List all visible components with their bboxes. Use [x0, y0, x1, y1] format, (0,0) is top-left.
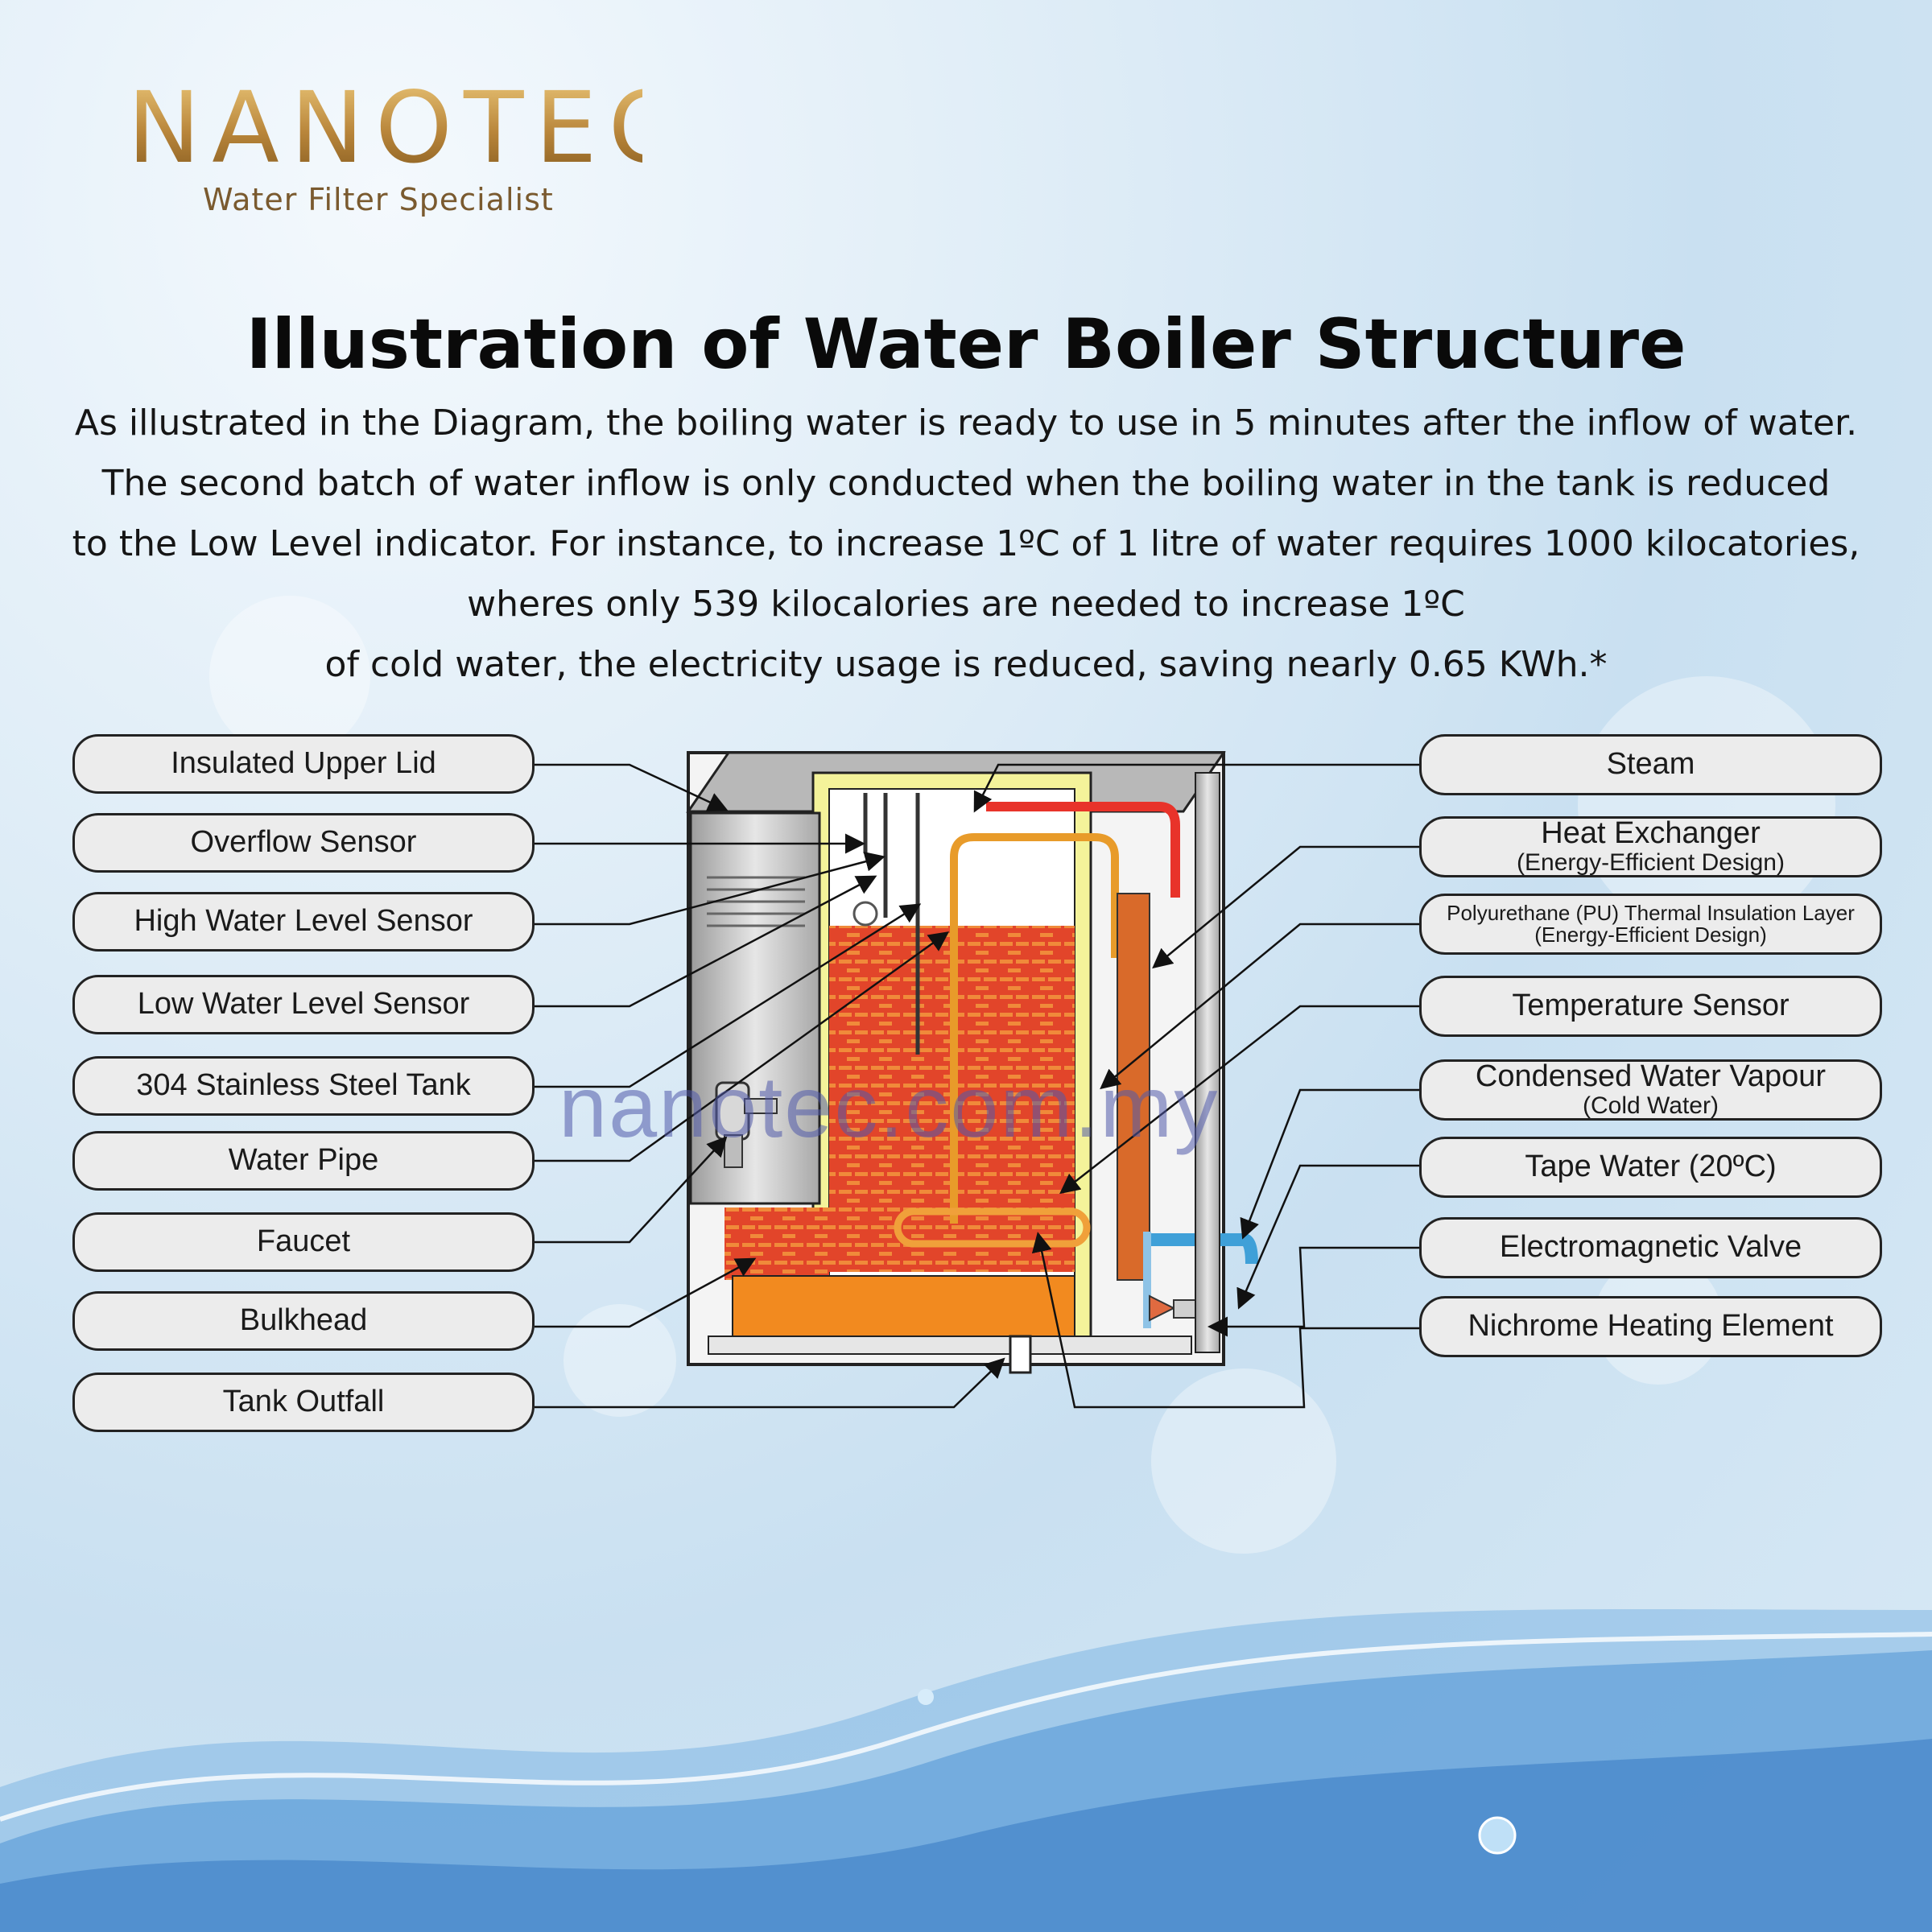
description-line: of cold water, the electricity usage is … — [324, 644, 1608, 685]
page-title: Illustration of Water Boiler Structure — [246, 304, 1686, 385]
label-heat-exchanger-main: Heat Exchanger — [1541, 816, 1761, 851]
label-steam: Steam — [1419, 734, 1882, 795]
steam-pipe — [986, 802, 1180, 898]
vent-slots — [707, 876, 805, 927]
label-temperature-sensor-main: Temperature Sensor — [1512, 989, 1790, 1023]
bottom-tray — [732, 1275, 1075, 1337]
bokeh-light — [1151, 1368, 1336, 1554]
level-gauge — [852, 901, 878, 927]
description-line: to the Low Level indicator. For instance… — [72, 523, 1860, 564]
label-stainless-steel-tank: 304 Stainless Steel Tank — [72, 1056, 535, 1116]
label-insulated-upper-lid: Insulated Upper Lid — [72, 734, 535, 794]
label-water-pipe: Water Pipe — [72, 1131, 535, 1191]
logo-brand: NANOTEC — [127, 71, 688, 185]
water-droplet — [918, 1689, 934, 1705]
label-nichrome-heating-element: Nichrome Heating Element — [1419, 1296, 1882, 1357]
heating-element — [894, 1208, 1091, 1248]
label-temperature-sensor: Temperature Sensor — [1419, 976, 1882, 1037]
cold-water-pipe — [1147, 1233, 1258, 1265]
label-high-water-level-sensor: High Water Level Sensor — [72, 892, 535, 952]
label-condensed-water-vapour: Condensed Water Vapour (Cold Water) — [1419, 1059, 1882, 1121]
label-pu-insulation-sub: (Energy-Efficient Design) — [1534, 923, 1767, 947]
logo: NANOTEC Water Filter Specialist — [127, 71, 688, 217]
description-line: As illustrated in the Diagram, the boili… — [74, 402, 1858, 444]
label-low-water-level-sensor: Low Water Level Sensor — [72, 975, 535, 1034]
label-faucet: Faucet — [72, 1212, 535, 1272]
tank-outfall-pipe — [1009, 1335, 1032, 1374]
label-tape-water: Tape Water (20ºC) — [1419, 1137, 1882, 1198]
label-tank-outfall: Tank Outfall — [72, 1373, 535, 1432]
water-droplet — [1478, 1816, 1517, 1855]
description: As illustrated in the Diagram, the boili… — [48, 393, 1884, 695]
label-overflow-sensor: Overflow Sensor — [72, 813, 535, 873]
bokeh-light — [209, 596, 370, 757]
right-column — [1195, 772, 1220, 1353]
label-bulkhead: Bulkhead — [72, 1291, 535, 1351]
bokeh-light — [564, 1304, 676, 1417]
label-heat-exchanger-sub: (Energy-Efficient Design) — [1517, 849, 1785, 877]
water-pipe-loop — [950, 833, 1119, 1224]
label-condensed-water-vapour-sub: (Cold Water) — [1583, 1092, 1719, 1120]
base-plate — [708, 1335, 1192, 1355]
label-condensed-water-vapour-main: Condensed Water Vapour — [1475, 1059, 1827, 1094]
label-heat-exchanger: Heat Exchanger (Energy-Efficient Design) — [1419, 816, 1882, 877]
sensor-rods — [863, 793, 920, 1055]
watermark: nanotec.com.my — [559, 1058, 1220, 1155]
label-tape-water-main: Tape Water (20ºC) — [1525, 1150, 1777, 1184]
description-line: The second batch of water inflow is only… — [101, 463, 1831, 504]
leader-lines-left — [535, 763, 1005, 1409]
water-lower — [724, 1208, 829, 1280]
label-electromagnetic-valve: Electromagnetic Valve — [1419, 1217, 1882, 1278]
label-pu-insulation: Polyurethane (PU) Thermal Insulation Lay… — [1419, 894, 1882, 955]
faucet-shape — [715, 1081, 778, 1168]
bokeh-light — [1578, 676, 1835, 934]
leader-lines-right — [973, 763, 1419, 1409]
label-steam-main: Steam — [1606, 747, 1695, 782]
description-line: wheres only 539 kilocalories are needed … — [467, 584, 1465, 625]
label-electromagnetic-valve-main: Electromagnetic Valve — [1499, 1230, 1802, 1265]
water-waves — [0, 1609, 1932, 1932]
label-pu-insulation-main: Polyurethane (PU) Thermal Insulation Lay… — [1447, 900, 1855, 925]
logo-tagline: Water Filter Specialist — [203, 182, 554, 217]
label-nichrome-heating-element-main: Nichrome Heating Element — [1468, 1309, 1834, 1344]
